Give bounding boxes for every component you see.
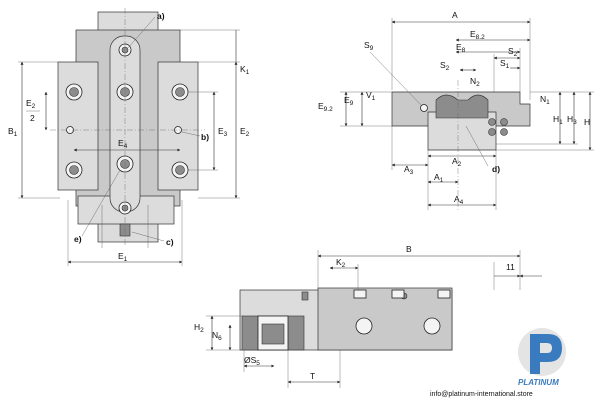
dim-a2: A2 xyxy=(452,156,462,168)
dim-h: H xyxy=(584,117,590,127)
dim-e2: E2 xyxy=(240,126,250,138)
label-b: b) xyxy=(201,132,209,142)
dim-e2-half: E2 xyxy=(26,98,36,110)
platinum-logo: PLATINUM xyxy=(518,328,566,387)
dim-a4: A4 xyxy=(454,194,464,206)
dim-n1: N1 xyxy=(540,94,550,106)
front-view xyxy=(340,18,594,210)
dim-b: B xyxy=(406,244,412,254)
dim-s9: S9 xyxy=(364,40,374,52)
dim-e8-2: E8.2 xyxy=(470,29,485,41)
dim-e2-half-den: 2 xyxy=(30,113,35,123)
dim-a: A xyxy=(452,10,458,20)
dim-n2: N2 xyxy=(470,76,480,88)
label-e: e) xyxy=(74,234,82,244)
dim-h2: H2 xyxy=(194,322,204,334)
flange-left xyxy=(57,61,99,191)
side-view xyxy=(206,250,542,388)
dim-e4: E4 xyxy=(118,138,128,150)
dim-s2-right: S2 xyxy=(508,46,518,58)
logo-wordmark: PLATINUM xyxy=(518,378,559,387)
dim-v1: V1 xyxy=(366,90,376,102)
dim-e1: E1 xyxy=(118,251,128,263)
dim-a3: A3 xyxy=(404,164,414,176)
dim-k1: K1 xyxy=(240,64,250,76)
dim-h3: H3 xyxy=(567,114,577,126)
footer-email: info@platinum-international.store xyxy=(430,391,533,398)
dim-e9: E9 xyxy=(344,95,354,107)
dim-t: T xyxy=(310,371,315,381)
dim-e3: E3 xyxy=(218,126,228,138)
dim-s2-left: S2 xyxy=(440,60,450,72)
dim-n6: N6 xyxy=(212,330,222,342)
label-d: d) xyxy=(492,164,500,174)
label-a: a) xyxy=(157,11,165,21)
dim-h1: H1 xyxy=(553,114,563,126)
dim-s1: S1 xyxy=(500,58,510,70)
ball-track xyxy=(435,94,489,119)
dim-s5: ØS5 xyxy=(244,355,260,367)
dim-b1: B1 xyxy=(8,126,18,138)
logo-p-icon xyxy=(530,334,562,374)
side-nipple xyxy=(301,291,309,301)
dim-11: 11 xyxy=(506,262,515,272)
dim-a1: A1 xyxy=(434,172,444,184)
label-c: c) xyxy=(166,237,174,247)
dim-e8: E8 xyxy=(456,42,466,54)
dim-k2: K2 xyxy=(336,257,346,269)
dim-e9-2: E9.2 xyxy=(318,101,333,113)
top-view xyxy=(18,8,240,266)
